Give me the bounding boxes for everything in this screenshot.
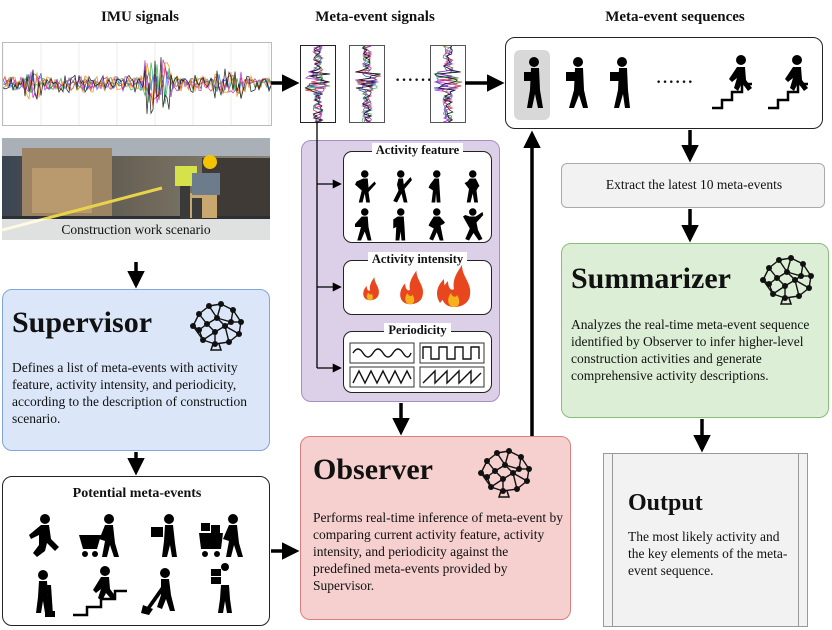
imu-signal-plot [2,42,272,126]
meta-event-sequence-icons [524,55,808,110]
output-right-rule [798,454,799,626]
activity-feature-panel: Activity feature [343,143,492,243]
activity-intensity-title: Activity intensity [367,252,468,266]
supervisor-title: Supervisor [12,306,153,339]
meta-event-sequences-box: ······ [505,37,823,129]
potential-meta-events-box: Potential meta-events [2,476,270,626]
potential-meta-event-icons [29,514,243,617]
meta-signal-window-3 [430,45,466,123]
periodicity-title: Periodicity [384,323,451,337]
observer-title: Observer [313,453,433,486]
output-box: Output The most likely activity and the … [603,453,808,627]
fire-intensity-icons [363,265,471,307]
summarizer-title: Summarizer [571,262,731,295]
output-description: The most likely activity and the key ele… [628,529,788,578]
supervisor-box: Supervisor Defines a list of meta-events… [2,289,270,451]
summarizer-description: Analyzes the real-time meta-event sequen… [571,317,810,383]
meta-event-signals-header: Meta-event signals [315,9,435,25]
meta-event-sequences-header: Meta-event sequences [605,9,745,25]
supervisor-description: Defines a list of meta-events with activ… [12,360,248,426]
observer-box: Observer Performs real-time inference of… [300,436,571,620]
activity-intensity-panel: Activity intensity [343,252,492,315]
output-left-rule [612,454,613,626]
potential-meta-events-title: Potential meta-events [72,486,202,501]
summarizer-box: Summarizer Analyzes the real-time meta-e… [561,243,829,418]
periodicity-panel: Periodicity [343,323,492,393]
neural-network-brain-icon [760,255,814,305]
meta-signal-window-2 [349,45,385,123]
activity-feature-title: Activity feature [371,143,464,157]
periodicity-waveforms [349,342,485,388]
activity-feature-icons [355,170,484,241]
imu-signals-header: IMU signals [101,9,179,25]
extract-meta-events-box: Extract the latest 10 meta-events [561,163,825,208]
sequence-ellipsis: ······ [656,74,695,91]
extract-label: Extract the latest 10 meta-events [605,177,783,192]
output-title: Output [628,490,703,516]
observer-description: Performs real-time inference of meta-eve… [313,510,564,593]
imu-waveform-graphic [3,43,271,125]
meta-signal-window-1 [300,45,336,123]
scenario-caption: Construction work scenario [2,219,270,240]
ellipsis-dots: ······ [395,72,434,89]
neural-network-brain-icon [478,448,532,498]
construction-scenario-photo: Construction work scenario [2,138,270,240]
neural-network-brain-icon [190,301,244,351]
